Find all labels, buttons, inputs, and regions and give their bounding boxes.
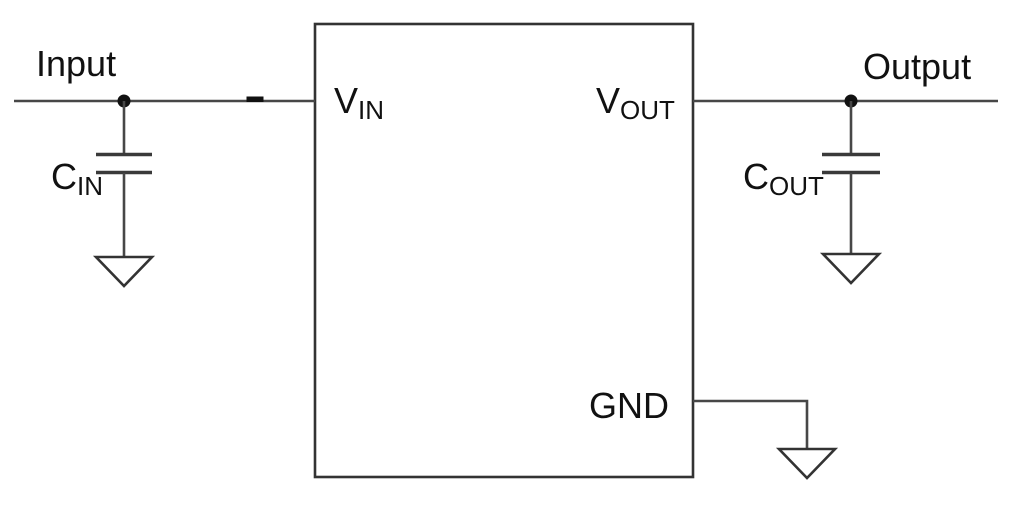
cout-capacitor-label-subscript: OUT bbox=[769, 171, 824, 201]
vin-pin-label-base: V bbox=[334, 80, 359, 121]
input-net-label: Input bbox=[36, 43, 117, 84]
regulator-box bbox=[313, 22, 695, 479]
vout-pin-label: VOUT bbox=[596, 80, 675, 124]
gnd-ground-symbol bbox=[775, 447, 839, 480]
cin-capacitor-label-subscript: IN bbox=[77, 171, 103, 201]
cin-capacitor-label-base: C bbox=[51, 156, 77, 197]
cin-ground-symbol bbox=[92, 255, 156, 288]
vin-pin-label: VIN bbox=[334, 80, 384, 124]
cout-ground-symbol bbox=[819, 252, 883, 285]
output-net-label: Output bbox=[863, 46, 972, 87]
cout-capacitor-label-base: C bbox=[743, 156, 769, 197]
cin-capacitor-label: CIN bbox=[51, 156, 103, 200]
vout-pin-label-subscript: OUT bbox=[620, 95, 675, 125]
cout-capacitor-label: COUT bbox=[743, 156, 824, 200]
vout-pin-label-base: V bbox=[596, 80, 621, 121]
vin-pin-label-subscript: IN bbox=[358, 95, 385, 125]
gnd-pin-wire bbox=[693, 399, 809, 449]
gnd-pin-label: GND bbox=[589, 385, 669, 426]
wire-dash-mark bbox=[246, 96, 264, 102]
